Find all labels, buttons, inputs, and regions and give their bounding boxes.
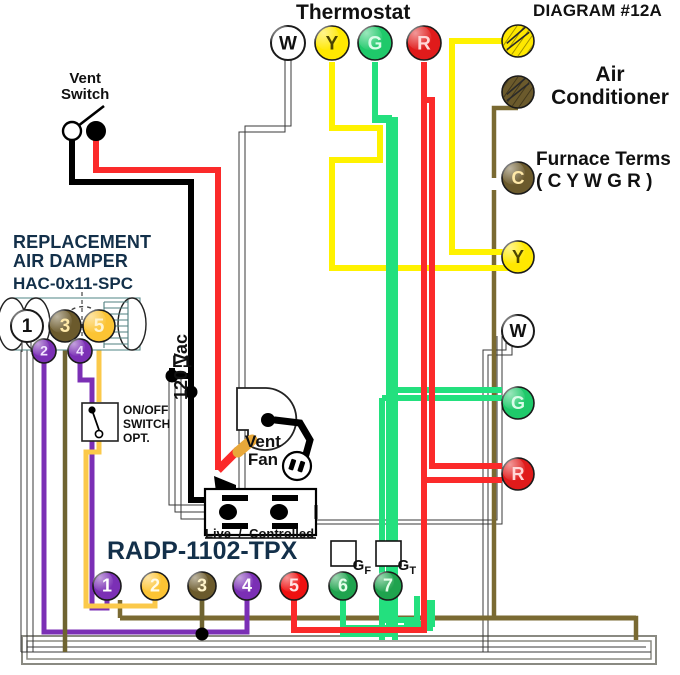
air-conditioner-title: Air Conditioner	[551, 63, 669, 109]
equipment-terminal-label: W	[510, 321, 527, 341]
red-wire-group	[93, 62, 502, 633]
equipment-terminal-furn-r[interactable]: R	[501, 457, 535, 491]
controller-terminal-label: 3	[197, 575, 207, 595]
thermostat-terminal-y[interactable]: Y	[314, 25, 350, 61]
equipment-terminal-label: C	[512, 168, 525, 188]
equipment-terminal-furn-c[interactable]: C	[501, 161, 535, 195]
damper-model: HAC-0x11-SPC	[13, 274, 133, 293]
thermostat-terminal-label: R	[417, 33, 431, 54]
junction-dots	[165, 369, 209, 641]
controller-terminal-label: 6	[338, 575, 348, 595]
junction-dot-black	[184, 385, 198, 399]
thermostat-terminal-label: Y	[326, 33, 339, 54]
diagram-id-label: DIAGRAM #12A	[533, 1, 662, 20]
controller-terminal-label: 4	[242, 575, 252, 595]
damper-title: REPLACEMENT AIR DAMPER	[13, 232, 152, 272]
diagram-frame	[21, 635, 657, 665]
gt-label-sub: T	[409, 565, 417, 578]
voltage-label: 120 Vac	[171, 333, 191, 400]
equipment-terminal-label: R	[512, 464, 525, 484]
onoff-switch-option[interactable]	[81, 402, 119, 442]
controller-terminal-1[interactable]: 1	[92, 571, 122, 601]
damper-terminal-label: 4	[76, 343, 84, 359]
damper-terminal-4[interactable]: 4	[67, 338, 93, 364]
gf-label: GF	[336, 542, 371, 594]
controller-terminal-3[interactable]: 3	[187, 571, 217, 601]
equipment-terminal-ac-c[interactable]	[501, 75, 535, 109]
damper-terminal-2[interactable]: 2	[31, 338, 57, 364]
receptacle-label: Live / Controlled	[205, 526, 315, 541]
controller-terminal-5[interactable]: 5	[279, 571, 309, 601]
equipment-terminal-furn-g[interactable]: G	[501, 386, 535, 420]
equipment-terminal-label: Y	[512, 247, 524, 267]
damper-terminal-1[interactable]: 1	[10, 309, 44, 343]
gt-label: GT	[381, 542, 416, 594]
equipment-terminal-furn-y[interactable]: Y	[501, 240, 535, 274]
vent-switch[interactable]	[61, 104, 106, 142]
equipment-terminal-label: G	[511, 393, 525, 413]
onoff-switch-label: ON/OFF SWITCH OPT.	[123, 403, 171, 446]
controller-terminal-label: 7	[383, 575, 393, 595]
vent-switch-label: Vent Switch	[61, 70, 110, 104]
l1-label: L1	[172, 352, 192, 371]
gold-wire-group	[83, 342, 158, 609]
controller-model: RADP-1102-TPX	[107, 537, 298, 565]
gf-label-sub: F	[364, 565, 372, 578]
damper-terminal-label: 1	[22, 316, 33, 337]
junction-dot-l1	[165, 369, 179, 383]
controller-terminal-label: 5	[289, 575, 299, 595]
controller-terminal-7[interactable]: 7	[373, 571, 403, 601]
furnace-terms-title: Furnace Terms	[536, 149, 671, 170]
gt-label-main: G	[397, 557, 410, 575]
receptacle	[203, 487, 318, 539]
equipment-terminal-furn-w[interactable]: W	[501, 314, 535, 348]
gf-box	[330, 540, 357, 567]
equipment-terminal-ac-y[interactable]	[501, 24, 535, 58]
gf-label-main: G	[352, 557, 365, 575]
damper-terminal-5[interactable]: 5	[82, 309, 116, 343]
junction-dot-ground	[195, 627, 209, 641]
vent-fan	[214, 387, 314, 498]
controller-terminal-label: 1	[102, 575, 112, 595]
damper-terminal-3[interactable]: 3	[48, 309, 82, 343]
yellow-wire-group	[329, 38, 518, 271]
controller-terminal-2[interactable]: 2	[140, 571, 170, 601]
damper-terminal-label: 3	[60, 316, 71, 337]
thermostat-title: Thermostat	[296, 1, 411, 24]
thermostat-terminal-label: G	[368, 33, 383, 54]
controller-terminal-4[interactable]: 4	[232, 571, 262, 601]
gt-box	[375, 540, 402, 567]
thermostat-terminal-g[interactable]: G	[357, 25, 393, 61]
furnace-terms-subtitle: ( C Y W G R )	[536, 171, 653, 192]
wire-nut	[232, 434, 258, 458]
damper-terminal-label: 5	[94, 316, 105, 337]
thermostat-terminal-label: W	[279, 33, 297, 54]
thermostat-terminal-w[interactable]: W	[270, 25, 306, 61]
thermostat-terminal-r[interactable]: R	[406, 25, 442, 61]
damper-terminal-label: 2	[40, 343, 48, 359]
fan-plug	[281, 450, 313, 482]
controller-terminal-label: 2	[150, 575, 160, 595]
controller-terminal-6[interactable]: 6	[328, 571, 358, 601]
vent-fan-label: Vent Fan	[245, 432, 281, 470]
